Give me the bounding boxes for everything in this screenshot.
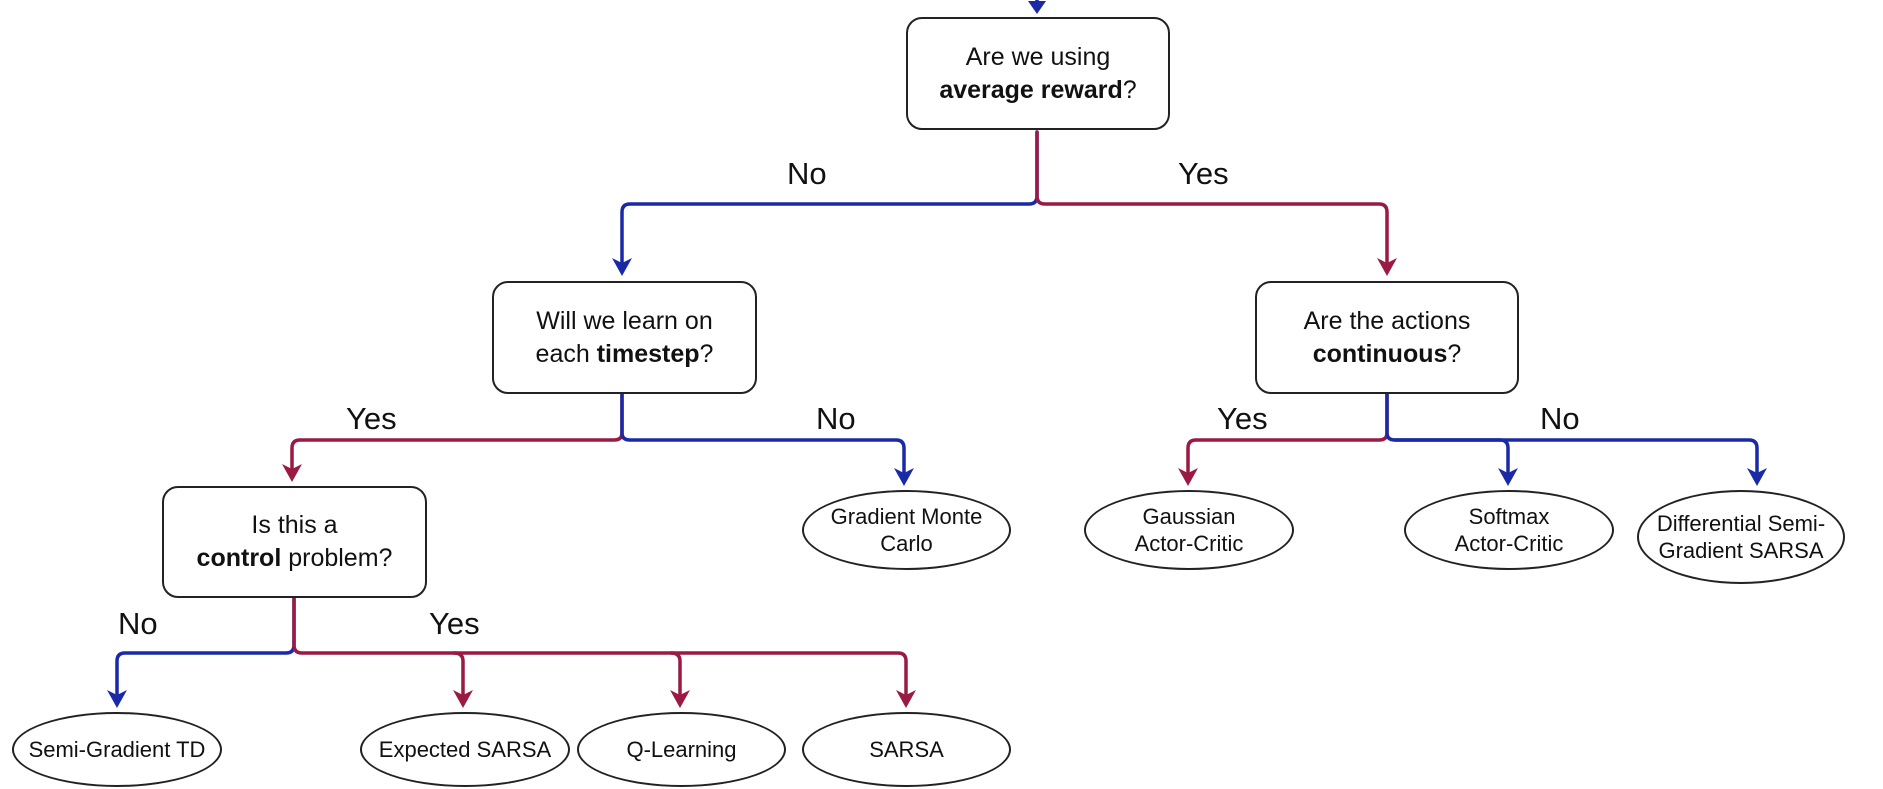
edge-control-yes-arrowhead-sarsa — [896, 690, 916, 708]
edge-root-yes — [1035, 130, 1389, 264]
edge-timestep-yes-arrowhead — [282, 464, 302, 482]
algorithm-differential-semi-gradient-sarsa: Differential Semi- Gradient SARSA — [1637, 490, 1845, 584]
edge-root-yes-arrowhead — [1377, 258, 1397, 276]
question-control-line2: control problem? — [197, 542, 393, 575]
question-timestep-suffix: ? — [699, 339, 714, 368]
algorithm-gaussian-actor-critic-line1: Gaussian — [1142, 503, 1236, 529]
branch-label-root-no: No — [787, 156, 827, 191]
algorithm-semi-gradient-td: Semi-Gradient TD — [12, 712, 222, 787]
algorithm-gradient-monte-carlo: Gradient Monte Carlo — [802, 490, 1011, 570]
edge-control-yes — [292, 596, 908, 696]
algorithm-differential-semi-gradient-sarsa-line2: Gradient SARSA — [1658, 538, 1824, 563]
question-average-reward-suffix: ? — [1122, 75, 1137, 104]
question-continuous-suffix: ? — [1447, 339, 1462, 368]
question-average-reward: Are we using average reward? — [906, 17, 1170, 130]
question-continuous-line2: continuous? — [1313, 338, 1462, 371]
incoming-arrowhead — [1028, 1, 1046, 14]
question-average-reward-keyword: average reward — [939, 75, 1123, 104]
question-timestep-keyword: timestep — [596, 339, 700, 368]
edge-continuous-no-softmax-arrowhead — [1498, 468, 1518, 486]
edge-root-no — [620, 130, 1039, 264]
edge-timestep-no-arrowhead — [894, 468, 914, 486]
edge-continuous-no-softmax — [1385, 392, 1510, 474]
edge-control-no-arrowhead — [107, 690, 127, 708]
question-continuous-line1: Are the actions — [1303, 306, 1471, 335]
branch-label-timestep-yes: Yes — [346, 401, 397, 436]
algorithm-expected-sarsa: Expected SARSA — [360, 712, 570, 787]
branch-label-continuous-yes: Yes — [1217, 401, 1268, 436]
algorithm-softmax-actor-critic-line2: Actor-Critic — [1454, 531, 1564, 556]
algorithm-gradient-monte-carlo-line2: Carlo — [880, 531, 933, 556]
edge-timestep-no — [620, 392, 906, 474]
algorithm-gradient-monte-carlo-line1: Gradient Monte — [830, 503, 983, 529]
question-control: Is this a control problem? — [162, 486, 427, 598]
edge-root-no-arrowhead — [612, 258, 632, 276]
algorithm-differential-semi-gradient-sarsa-line1: Differential Semi- — [1656, 510, 1826, 536]
algorithm-expected-sarsa-line1: Expected SARSA — [378, 736, 552, 762]
algorithm-semi-gradient-td-line1: Semi-Gradient TD — [28, 736, 206, 762]
question-timestep: Will we learn on each timestep? — [492, 281, 757, 394]
branch-label-timestep-no: No — [816, 401, 856, 436]
edge-control-yes-qlearning-arrowhead — [670, 690, 690, 708]
question-control-suffix: problem? — [281, 544, 393, 572]
branch-label-control-no: No — [118, 606, 158, 641]
edge-continuous-yes-arrowhead — [1178, 468, 1198, 486]
question-average-reward-line1: Are we using — [965, 42, 1111, 71]
question-continuous: Are the actions continuous? — [1255, 281, 1519, 394]
algorithm-gaussian-actor-critic-line2: Actor-Critic — [1134, 531, 1244, 556]
question-control-keyword: control — [196, 544, 282, 572]
question-timestep-prefix: each — [535, 339, 597, 368]
question-continuous-keyword: continuous — [1312, 339, 1448, 368]
algorithm-q-learning-line1: Q-Learning — [626, 736, 737, 762]
question-average-reward-line2: average reward? — [939, 74, 1136, 107]
algorithm-softmax-actor-critic: Softmax Actor-Critic — [1404, 490, 1614, 570]
question-timestep-line1: Will we learn on — [536, 306, 713, 335]
question-timestep-line2: each timestep? — [536, 338, 714, 371]
edge-control-yes-qlearning — [669, 651, 682, 696]
algorithm-q-learning: Q-Learning — [577, 712, 786, 787]
edge-timestep-yes — [290, 392, 624, 470]
algorithm-softmax-actor-critic-line1: Softmax — [1468, 503, 1550, 529]
branch-label-continuous-no: No — [1540, 401, 1580, 436]
algorithm-gaussian-actor-critic: Gaussian Actor-Critic — [1084, 490, 1294, 570]
question-control-line1: Is this a — [251, 511, 338, 539]
algorithm-sarsa-line1: SARSA — [869, 736, 944, 762]
edge-control-yes-expected-arrowhead — [453, 690, 473, 708]
algorithm-sarsa: SARSA — [802, 712, 1011, 787]
branch-label-control-yes: Yes — [429, 606, 480, 641]
edge-control-yes-expected — [452, 651, 465, 696]
edge-continuous-no-differential-arrowhead — [1747, 468, 1767, 486]
edge-continuous-no-differential — [1393, 438, 1759, 474]
branch-label-root-yes: Yes — [1178, 156, 1229, 191]
